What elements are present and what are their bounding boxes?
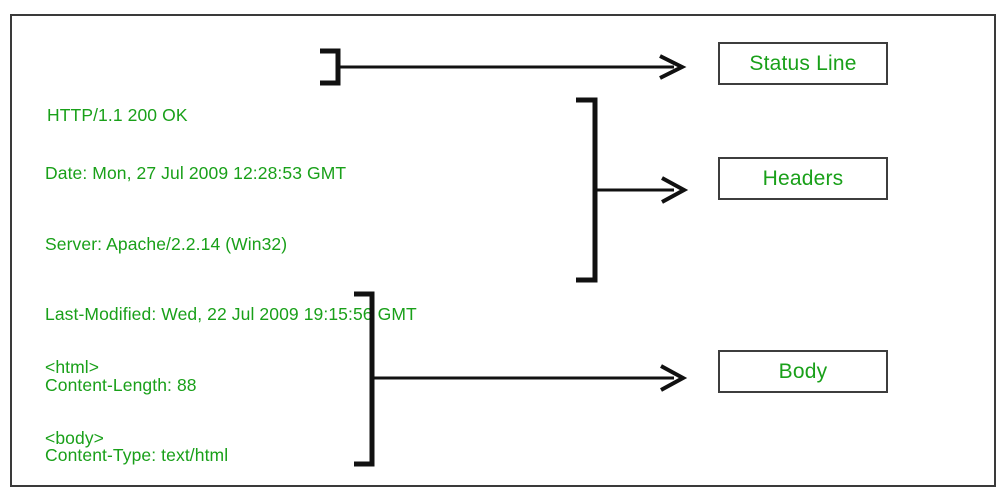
headers-arrow-head-icon [661,176,689,204]
status-line-label-box: Status Line [718,42,888,85]
header-row-content-type: Content-Type: text/html [45,445,229,465]
headers-bracket-icon [576,97,598,283]
headers-label-box: Headers [718,157,888,200]
status-line-arrow-head-icon [659,54,687,80]
body-label-box: Body [718,350,888,393]
body-bracket-icon [354,291,375,467]
header-row-last-modified: Last-Modified: Wed, 22 Jul 2009 19:15:56… [45,304,417,324]
status-line-label: Status Line [749,51,857,75]
body-arrow-head-icon [660,364,688,392]
headers-label: Headers [762,166,844,190]
body-row-html-open: <html> [45,357,100,377]
status-line-text-block: HTTP/1.1 200 OK [47,57,188,175]
body-text-block: <html> <body> <h1>Hello, World!</h1> </b… [45,309,232,499]
body-row-body-open: <body> [45,427,104,448]
header-row-date: Date: Mon, 27 Jul 2009 12:28:53 GMT [45,163,347,183]
headers-connector [576,97,689,283]
status-line-row: HTTP/1.1 200 OK [47,105,188,125]
status-line-bracket-icon [320,48,341,86]
headers-text-block: Date: Mon, 27 Jul 2009 12:28:53 GMT Serv… [45,115,417,499]
body-connector [354,291,688,467]
body-label: Body [778,359,828,383]
header-row-content-length: Content-Length: 88 [45,374,197,395]
status-line-connector [320,48,687,86]
figure-frame [10,14,996,487]
header-row-server: Server: Apache/2.2.14 (Win32) [45,233,288,254]
